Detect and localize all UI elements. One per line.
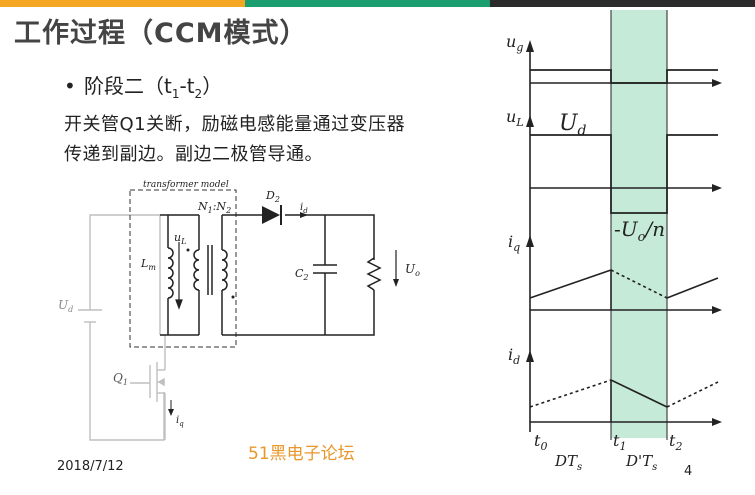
- description-line-1: 开关管Q1关断，励磁电感能量通过变压器: [64, 114, 406, 135]
- iq-arrow: [168, 400, 174, 416]
- bullet-phase: •阶段二（t1-t2）: [64, 74, 223, 101]
- ul-waveform: [530, 134, 718, 214]
- uo-label: Uo: [405, 262, 420, 278]
- dot-primary: [186, 248, 190, 252]
- d2-label: D2: [265, 189, 280, 204]
- magnetizing-inductor: [160, 214, 228, 336]
- wf-ul-label: uL: [506, 107, 524, 129]
- slide-date: 2018/7/12: [57, 459, 124, 474]
- c2-label: C2: [295, 267, 309, 282]
- ul-arrow: [175, 242, 183, 310]
- ug-label: ug: [506, 32, 523, 54]
- dts-label: DTs: [554, 452, 582, 473]
- iq-waveform: [529, 269, 719, 310]
- bullet-dot: •: [64, 74, 76, 98]
- phase-highlight: [611, 10, 667, 438]
- watermark: 51黑电子论坛: [248, 444, 355, 464]
- turns-ratio-label: N1:N2: [197, 200, 231, 215]
- t2-label: t2: [669, 431, 682, 453]
- ul-label: uL: [174, 231, 186, 246]
- top-bar-orange: [0, 0, 245, 7]
- arrowheads: [526, 40, 722, 426]
- transformer-box: [129, 189, 237, 348]
- primary-wiring: [89, 214, 166, 441]
- description-line-2: 传递到副边。副边二极管导通。: [64, 144, 323, 165]
- iq-label: iq: [176, 415, 184, 428]
- dot-secondary: [231, 295, 235, 299]
- id-arrow: [290, 212, 308, 218]
- source-ud: [78, 309, 102, 330]
- page-number: 4: [684, 464, 693, 479]
- dpts-label: D'Ts: [625, 452, 657, 473]
- ud-level-label: Ud: [559, 111, 587, 139]
- diode-d2: [262, 205, 282, 225]
- lm-label: Lm: [140, 257, 156, 272]
- wf-iq-label: iq: [508, 232, 520, 254]
- uo-arrow: [393, 250, 399, 287]
- top-bar-dark: [490, 0, 755, 7]
- id-label: id: [300, 202, 308, 215]
- t0-label: t0: [534, 431, 547, 453]
- ud-label: Ud: [58, 298, 73, 314]
- neg-uo-label: -Uo/n: [614, 217, 665, 245]
- ug-waveform: [530, 69, 718, 84]
- wf-id-label: id: [508, 345, 520, 367]
- id-waveform: [529, 379, 719, 422]
- q1-label: Q1: [113, 371, 128, 387]
- slide-title: 工作过程（CCM模式）: [14, 18, 308, 49]
- transformer-label: transformer model: [143, 180, 229, 190]
- secondary-wiring: [222, 214, 382, 336]
- t1-label: t1: [613, 431, 626, 453]
- top-bar-green: [245, 0, 490, 7]
